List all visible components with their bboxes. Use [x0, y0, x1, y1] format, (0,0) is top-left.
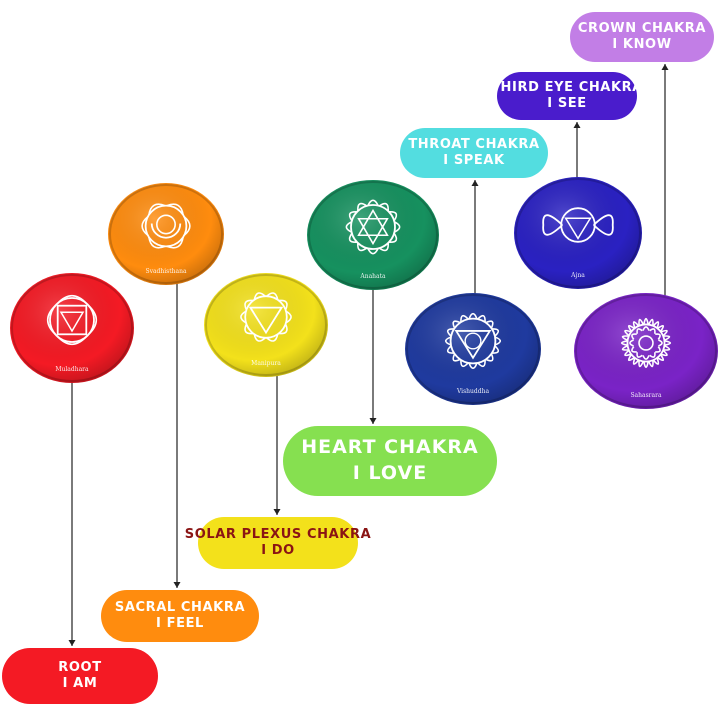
- arrowhead-solar: [273, 509, 281, 515]
- disc-caption-root: Muladhara: [55, 366, 89, 373]
- arrowhead-sacral: [173, 582, 181, 588]
- label-affirmation: I FEEL: [156, 616, 204, 631]
- root-lotus-square-icon: [46, 294, 98, 346]
- label-title: SACRAL CHAKRA: [114, 599, 246, 615]
- disc-caption-throat: Vishuddha: [456, 388, 490, 395]
- label-title: CROWN CHAKRA: [577, 20, 707, 36]
- chakra-disc-throat: Vishuddha: [405, 293, 541, 405]
- label-title: THROAT CHAKRA: [408, 136, 540, 152]
- disc-caption-third-eye: Ajna: [570, 272, 585, 279]
- chakra-disc-crown: Sahasrara: [574, 293, 718, 409]
- label-title: THIRD EYE CHAKRA: [491, 79, 643, 95]
- label-title: ROOT: [58, 659, 102, 675]
- arrowhead-throat: [471, 180, 479, 186]
- chakra-disc-third-eye: Ajna: [514, 177, 642, 289]
- label-affirmation: I LOVE: [352, 462, 428, 484]
- arrowhead-crown: [661, 64, 669, 70]
- chakra-disc-sacral: Svadhisthana: [108, 183, 224, 285]
- sacral-lotus-vam-icon: [141, 203, 191, 249]
- label-affirmation: I DO: [261, 543, 295, 558]
- label-heart: HEART CHAKRA I LOVE: [283, 426, 497, 496]
- chakra-disc-heart: Anahata: [307, 180, 439, 290]
- label-title: SOLAR PLEXUS CHAKRA: [184, 526, 372, 542]
- label-affirmation: I SEE: [547, 96, 587, 111]
- crown-thousand-petal-om-icon: [620, 317, 672, 369]
- label-title: HEART CHAKRA: [301, 436, 479, 459]
- arrowhead-root: [68, 640, 76, 646]
- third-eye-om-icon: [542, 207, 614, 243]
- arrowhead-heart: [369, 418, 377, 424]
- chakra-disc-root: Muladhara: [10, 273, 134, 383]
- chakra-disc-solar: Manipura: [204, 273, 328, 377]
- arrowhead-third-eye: [573, 122, 581, 128]
- solar-triangle-ram-icon: [240, 292, 292, 342]
- disc-caption-heart: Anahata: [359, 273, 386, 280]
- label-affirmation: I SPEAK: [443, 153, 505, 168]
- throat-triangle-ham-icon: [444, 312, 502, 370]
- label-affirmation: I KNOW: [612, 37, 672, 52]
- disc-caption-solar: Manipura: [251, 360, 281, 367]
- heart-hexagram-yam-icon: [345, 199, 401, 255]
- disc-caption-crown: Sahasrara: [630, 392, 662, 399]
- disc-caption-sacral: Svadhisthana: [145, 268, 186, 275]
- label-affirmation: I AM: [62, 676, 98, 691]
